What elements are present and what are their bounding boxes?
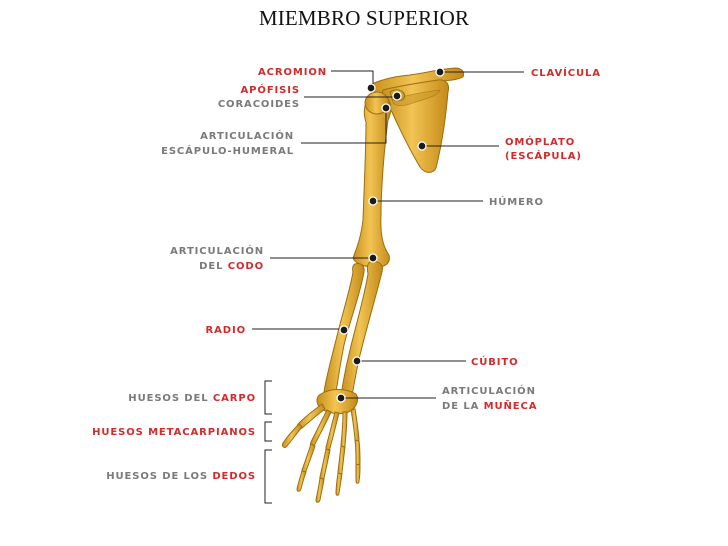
marker-omoplato: [417, 141, 427, 151]
bones: [282, 67, 465, 503]
label-metacarpianos: HUESOS METACARPIANOS: [92, 427, 256, 438]
labels: ACROMION APÓFISIS CORACOIDES ARTICULACIÓ…: [92, 66, 601, 482]
label-omoplato-2: (ESCÁPULA): [505, 149, 582, 162]
marker-escapulo-humeral: [381, 103, 391, 113]
label-carpo-b: CARPO: [213, 393, 256, 404]
label-dedos: HUESOS DE LOS DEDOS: [106, 471, 256, 482]
label-clavicula: CLAVÍCULA: [531, 66, 601, 79]
marker-cubito: [352, 356, 362, 366]
label-art-codo-1: ARTICULACIÓN: [170, 244, 264, 257]
humerus-bone: [352, 94, 392, 268]
label-art-codo-2b: CODO: [228, 261, 264, 272]
marker-humero: [368, 196, 378, 206]
label-art-muneca-1: ARTICULACIÓN: [442, 384, 536, 397]
leader-acromion: [331, 70, 374, 86]
label-apofisis: APÓFISIS: [241, 83, 300, 96]
label-art-escapulo-1: ARTICULACIÓN: [200, 129, 294, 142]
label-art-muneca-2a: DE LA: [442, 401, 484, 412]
label-omoplato-1: OMÓPLATO: [505, 135, 575, 148]
label-carpo-a: HUESOS DEL: [128, 393, 213, 404]
marker-clavicula: [435, 67, 445, 77]
hand-bones: [282, 403, 361, 503]
scapula-spine: [391, 89, 441, 107]
label-art-codo-2a: DEL: [199, 261, 228, 272]
label-radio: RADIO: [206, 325, 246, 336]
marker-muneca: [336, 393, 346, 403]
label-art-muneca-2: DE LA MUÑECA: [442, 399, 537, 412]
marker-radio: [339, 325, 349, 335]
marker-dots: [336, 67, 445, 403]
page-title: MIEMBRO SUPERIOR: [258, 6, 470, 30]
label-art-muneca-2b: MUÑECA: [484, 399, 538, 412]
marker-acromion: [366, 83, 376, 93]
bracket-metacarpianos: [264, 421, 272, 442]
label-art-codo-2: DEL CODO: [199, 261, 264, 272]
label-coracoides: CORACOIDES: [218, 99, 300, 110]
label-dedos-b: DEDOS: [212, 471, 256, 482]
label-dedos-a: HUESOS DE LOS: [106, 471, 212, 482]
leader-lines: [252, 70, 524, 504]
label-art-escapulo-2: ESCÁPULO-HUMERAL: [161, 144, 294, 157]
marker-codo: [368, 253, 378, 263]
label-humero: HÚMERO: [489, 195, 544, 208]
leader-escapulo-humeral: [301, 110, 387, 144]
label-cubito: CÚBITO: [471, 355, 519, 368]
bracket-carpo: [264, 380, 272, 415]
bracket-dedos: [264, 449, 272, 504]
marker-coracoides: [392, 91, 402, 101]
label-acromion: ACROMION: [258, 67, 327, 78]
label-carpo: HUESOS DEL CARPO: [128, 393, 256, 404]
